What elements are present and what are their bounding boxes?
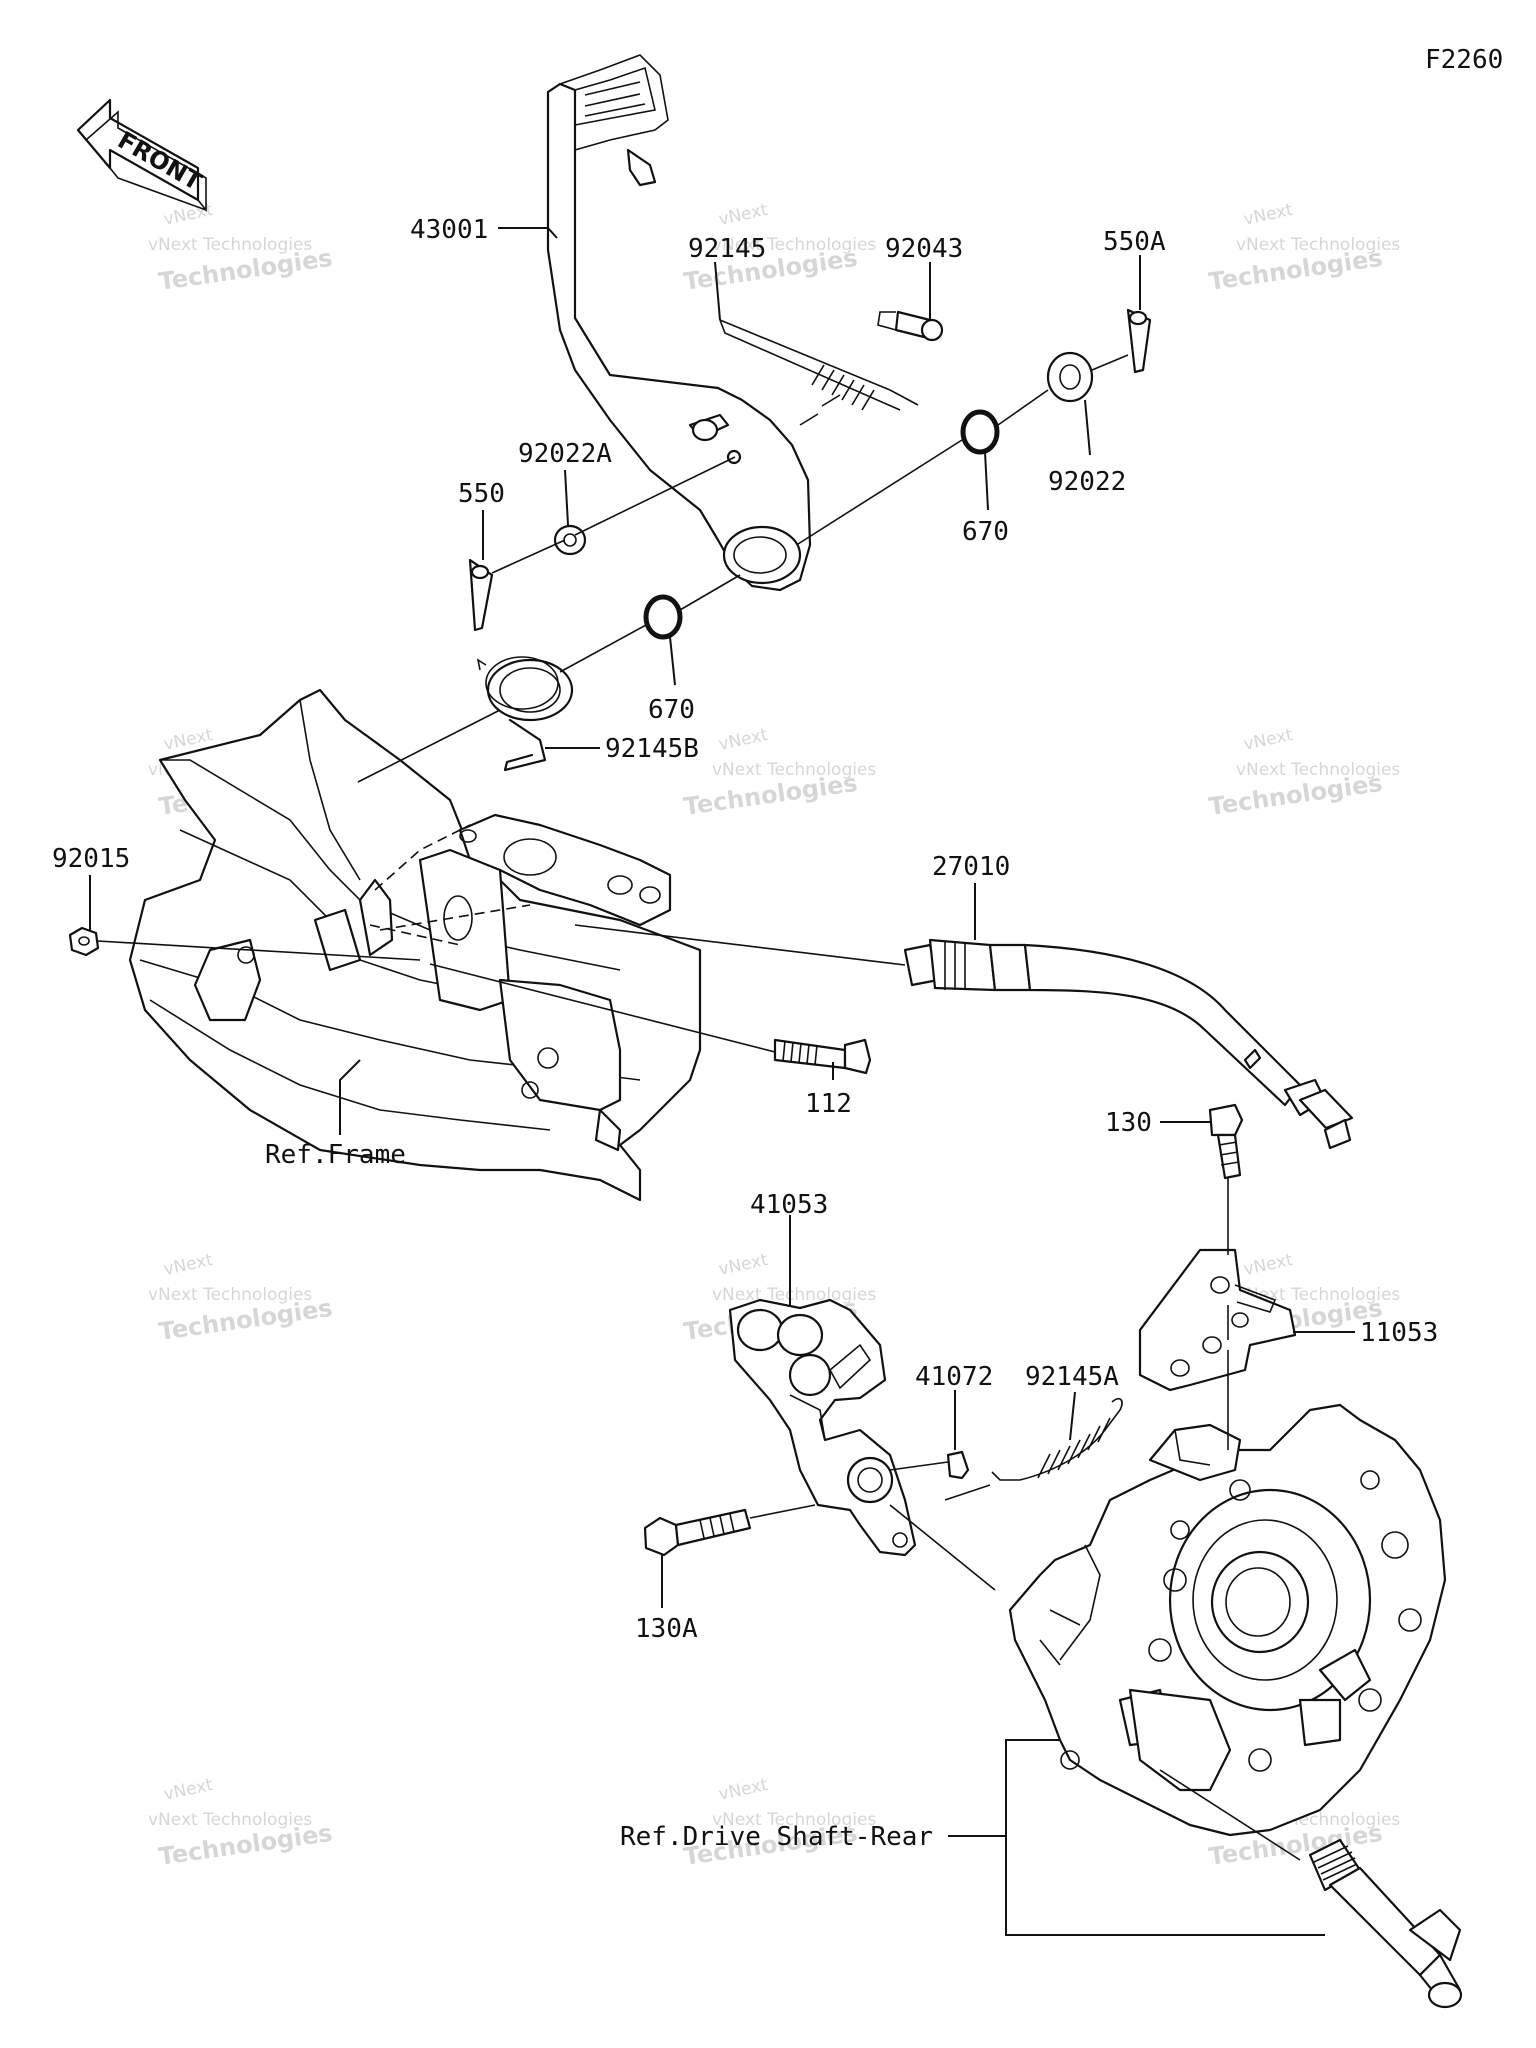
svg-text:vNext Technologies: vNext Technologies <box>148 235 312 255</box>
svg-text:vNext: vNext <box>1242 1250 1295 1280</box>
o-ring-670-upper <box>960 409 1000 455</box>
svg-text:vNext: vNext <box>1242 200 1295 230</box>
svg-text:vNext: vNext <box>717 1250 770 1280</box>
svg-text:vNext Technologies: vNext Technologies <box>712 1810 876 1830</box>
nut-92015 <box>68 926 100 957</box>
callout-labels: 43001 92145 92043 550A 92022A 550 670 92… <box>52 215 1438 1852</box>
svg-text:vNext Technologies: vNext Technologies <box>712 1285 876 1305</box>
front-label: FRONT <box>113 126 207 196</box>
leader-lines <box>89 227 1355 1936</box>
callout-130a[interactable]: 130A <box>635 1614 698 1644</box>
washer-92022 <box>1046 351 1094 403</box>
svg-text:vNext: vNext <box>1242 725 1295 755</box>
nut-41072 <box>946 1450 970 1480</box>
washer-92022a <box>553 524 587 556</box>
svg-text:vNext: vNext <box>162 1250 215 1280</box>
callout-92022[interactable]: 92022 <box>1048 467 1126 497</box>
bolt-112 <box>773 1038 872 1075</box>
pin-92043 <box>877 310 944 342</box>
callout-130[interactable]: 130 <box>1105 1108 1152 1138</box>
brake-pedal-43001 <box>546 54 812 592</box>
callout-112[interactable]: 112 <box>805 1089 852 1119</box>
ref-frame-label[interactable]: Ref.Frame <box>265 1140 406 1170</box>
svg-text:vNext Technologies: vNext Technologies <box>1236 235 1400 255</box>
callout-41053[interactable]: 41053 <box>750 1190 828 1220</box>
svg-text:vNext: vNext <box>717 200 770 230</box>
final-drive-housing <box>1008 1403 1447 1837</box>
callout-550a[interactable]: 550A <box>1103 227 1166 257</box>
diagram-code: F2260 <box>1425 45 1503 75</box>
svg-text:vNext Technologies: vNext Technologies <box>1236 1285 1400 1305</box>
ref-drive-shaft-label[interactable]: Ref.Drive Shaft-Rear <box>620 1822 933 1852</box>
bracket-11053 <box>1138 1248 1297 1392</box>
svg-text:vNext: vNext <box>717 1775 770 1805</box>
cotter-pin-550 <box>468 558 494 632</box>
o-ring-670-lower <box>643 594 683 640</box>
spring-92145a <box>991 1398 1123 1481</box>
svg-text:vNext Technologies: vNext Technologies <box>712 760 876 780</box>
callout-92015[interactable]: 92015 <box>52 844 130 874</box>
callout-92043[interactable]: 92043 <box>885 234 963 264</box>
callout-43001[interactable]: 43001 <box>410 215 488 245</box>
svg-text:vNext Technologies: vNext Technologies <box>712 235 876 255</box>
frame-assembly <box>128 688 702 1202</box>
front-arrow-icon: FRONT <box>76 98 207 213</box>
drive-shaft <box>1308 1838 1463 2009</box>
cotter-pin-550a <box>1126 308 1152 374</box>
callout-670-lower[interactable]: 670 <box>648 695 695 725</box>
lever-41053 <box>728 1298 917 1557</box>
callout-670-upper[interactable]: 670 <box>962 517 1009 547</box>
brake-switch-27010 <box>903 938 1354 1150</box>
callout-41072[interactable]: 41072 <box>915 1362 993 1392</box>
torsion-spring-92145b <box>476 656 574 772</box>
callout-11053[interactable]: 11053 <box>1360 1318 1438 1348</box>
callout-92145b[interactable]: 92145B <box>605 734 699 764</box>
bolt-130 <box>1208 1103 1244 1180</box>
svg-text:vNext Technologies: vNext Technologies <box>148 1810 312 1830</box>
callout-27010[interactable]: 27010 <box>932 852 1010 882</box>
callout-92145a[interactable]: 92145A <box>1025 1362 1119 1392</box>
spring-92145 <box>719 319 919 411</box>
callout-92022a[interactable]: 92022A <box>518 439 612 469</box>
svg-text:vNext: vNext <box>717 725 770 755</box>
callout-92145[interactable]: 92145 <box>688 234 766 264</box>
svg-text:vNext: vNext <box>162 1775 215 1805</box>
bolt-130a <box>643 1508 752 1557</box>
svg-text:vNext Technologies: vNext Technologies <box>148 1285 312 1305</box>
callout-550[interactable]: 550 <box>458 479 505 509</box>
svg-text:vNext Technologies: vNext Technologies <box>1236 760 1400 780</box>
